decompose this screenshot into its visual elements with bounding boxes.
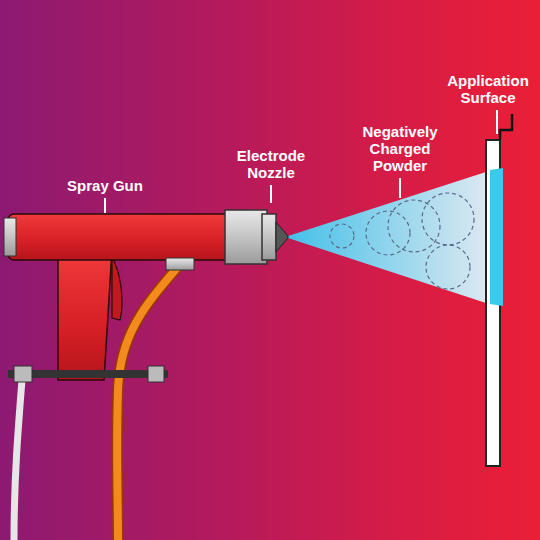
- spray-cone: [285, 170, 492, 305]
- nozzle-tip: [276, 222, 288, 252]
- electrode-nozzle: [262, 214, 276, 260]
- part-label: Spray Gun: [45, 177, 165, 194]
- gun-body: [8, 214, 238, 260]
- trigger: [112, 258, 122, 320]
- part-label: Electrode Nozzle: [226, 147, 316, 181]
- gun-grip: [58, 250, 112, 380]
- barrel: [225, 210, 267, 264]
- hose: [117, 262, 182, 540]
- coating: [490, 168, 503, 306]
- cable: [14, 380, 22, 540]
- part-label: Application Surface: [439, 72, 537, 106]
- part-label: Negatively Charged Powder: [354, 123, 446, 174]
- hanger-hook: [500, 114, 512, 140]
- powder-particles: [330, 193, 474, 289]
